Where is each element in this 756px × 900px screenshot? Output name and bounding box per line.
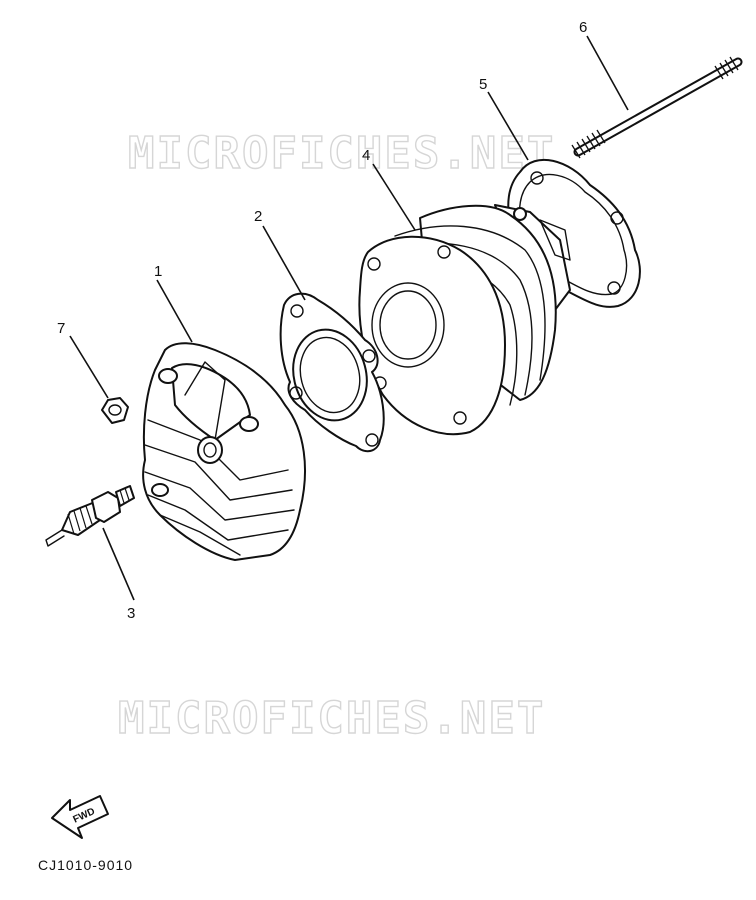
- diagram-code: CJ1010-9010: [38, 857, 133, 873]
- watermark-top: MICROFICHES.NET: [128, 128, 555, 179]
- part-cylinder-head[interactable]: [142, 342, 306, 561]
- callout-2: 2: [254, 208, 262, 225]
- callout-7: 7: [57, 320, 65, 337]
- part-spark-plug[interactable]: [45, 485, 135, 547]
- watermark-bottom: MICROFICHES.NET: [118, 693, 545, 744]
- part-cylinder[interactable]: [358, 204, 571, 436]
- callout-4: 4: [362, 147, 370, 164]
- callout-5: 5: [479, 76, 487, 93]
- part-stud-bolt[interactable]: [571, 56, 743, 159]
- forward-arrow-icon: FWD: [51, 795, 109, 839]
- leader-lines: [69, 35, 629, 601]
- callout-1: 1: [154, 263, 162, 280]
- part-cylinder-head-gasket[interactable]: [279, 292, 385, 453]
- callout-6: 6: [579, 19, 587, 36]
- callout-3: 3: [127, 605, 135, 622]
- part-nut[interactable]: [101, 397, 129, 424]
